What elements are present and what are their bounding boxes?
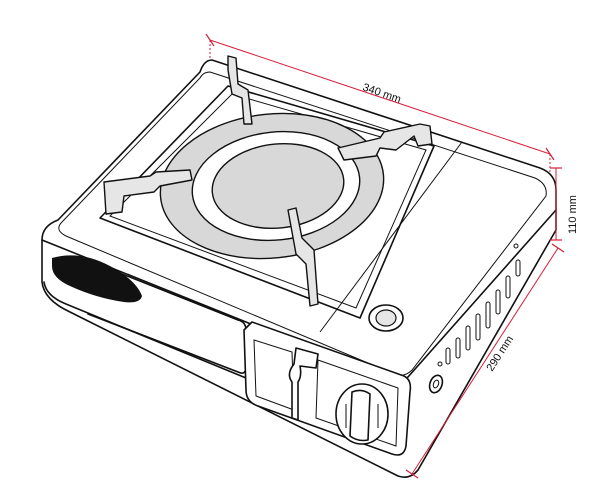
front-face-bottom xyxy=(43,281,247,379)
control-panel-divider xyxy=(319,141,463,333)
vent-dot xyxy=(437,361,443,367)
dimension-height-label: 110 mm xyxy=(567,195,579,234)
vent-slot xyxy=(485,301,491,329)
cartridge-compartment xyxy=(243,321,412,456)
redaction-mark xyxy=(52,255,142,303)
vent-slot xyxy=(505,275,511,299)
vent-slot xyxy=(455,337,461,359)
dimension-length-label: 340 mm xyxy=(361,81,402,105)
side-vents xyxy=(428,243,521,394)
top-right-lip xyxy=(399,209,557,387)
pot-support-right xyxy=(337,123,433,161)
burner-inner-ring xyxy=(211,142,345,230)
control-knob xyxy=(335,383,389,445)
vent-slot xyxy=(475,313,481,341)
vent-slot xyxy=(495,289,501,315)
front-panel-groove xyxy=(93,315,239,373)
compartment-inner-right xyxy=(315,359,399,447)
dimension-height: 110 mm xyxy=(550,167,579,241)
pot-supports xyxy=(103,55,433,307)
vent-slot xyxy=(465,325,471,351)
vent-slot xyxy=(445,347,451,365)
ignition-button xyxy=(368,304,404,332)
cartridge-lever xyxy=(288,347,319,421)
pot-support-left xyxy=(103,169,193,215)
vent-slot xyxy=(515,259,521,277)
redacted-brand-label xyxy=(52,255,142,303)
vent-dot xyxy=(513,243,519,249)
pot-support-back xyxy=(227,55,253,125)
pot-support-front xyxy=(287,207,319,307)
burner xyxy=(159,112,385,260)
side-latch xyxy=(428,374,444,394)
